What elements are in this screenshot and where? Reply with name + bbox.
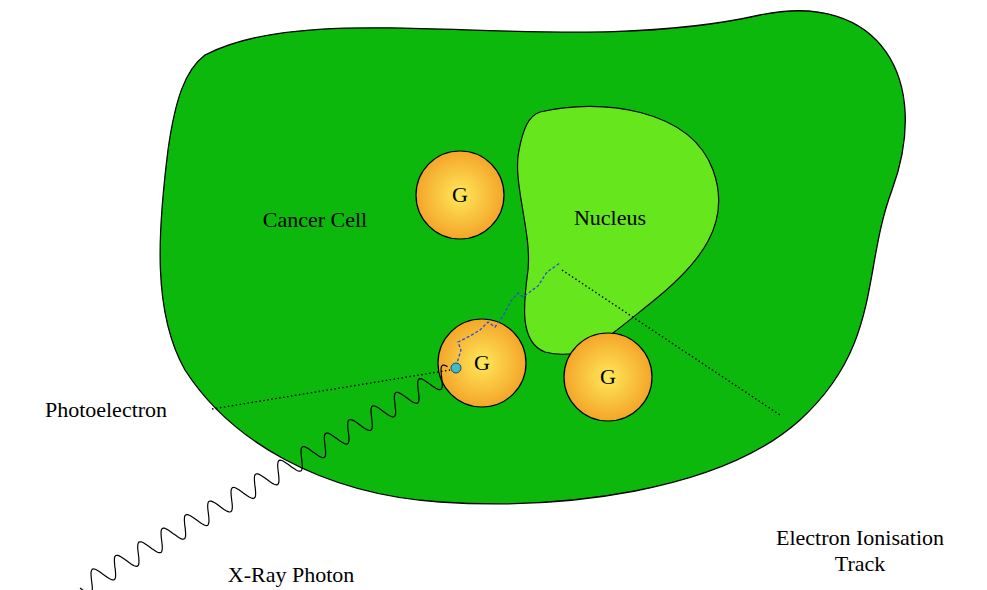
gold-nanoparticle: G — [415, 150, 505, 240]
callout-label: Photoelectron — [45, 397, 167, 423]
particle-label: G — [452, 182, 468, 208]
cancer-cell: Cancer CellGNucleusGG — [160, 2, 910, 507]
region-label: Cancer Cell — [263, 207, 367, 233]
callout-label: Electron Ionisation Track — [755, 525, 965, 578]
leader-line — [562, 270, 780, 415]
circle-fill — [416, 151, 504, 239]
cell-nucleus: Nucleus — [510, 100, 730, 365]
gold-nanoparticle: G — [563, 332, 653, 422]
circle-fill — [438, 319, 526, 407]
circle-fill — [564, 333, 652, 421]
photoelectron-dot — [451, 363, 461, 373]
particle-label: G — [474, 350, 490, 376]
nucleus-fill — [518, 106, 719, 354]
ionisation-track — [456, 263, 560, 366]
gold-nanoparticle: G — [437, 318, 527, 408]
particle-label: G — [600, 364, 616, 390]
leader-line — [212, 370, 450, 409]
nucleus-outline — [510, 100, 730, 365]
region-label: Nucleus — [574, 205, 646, 231]
callout-label: X-Ray Photon — [228, 562, 355, 588]
cell-fill — [160, 11, 905, 504]
